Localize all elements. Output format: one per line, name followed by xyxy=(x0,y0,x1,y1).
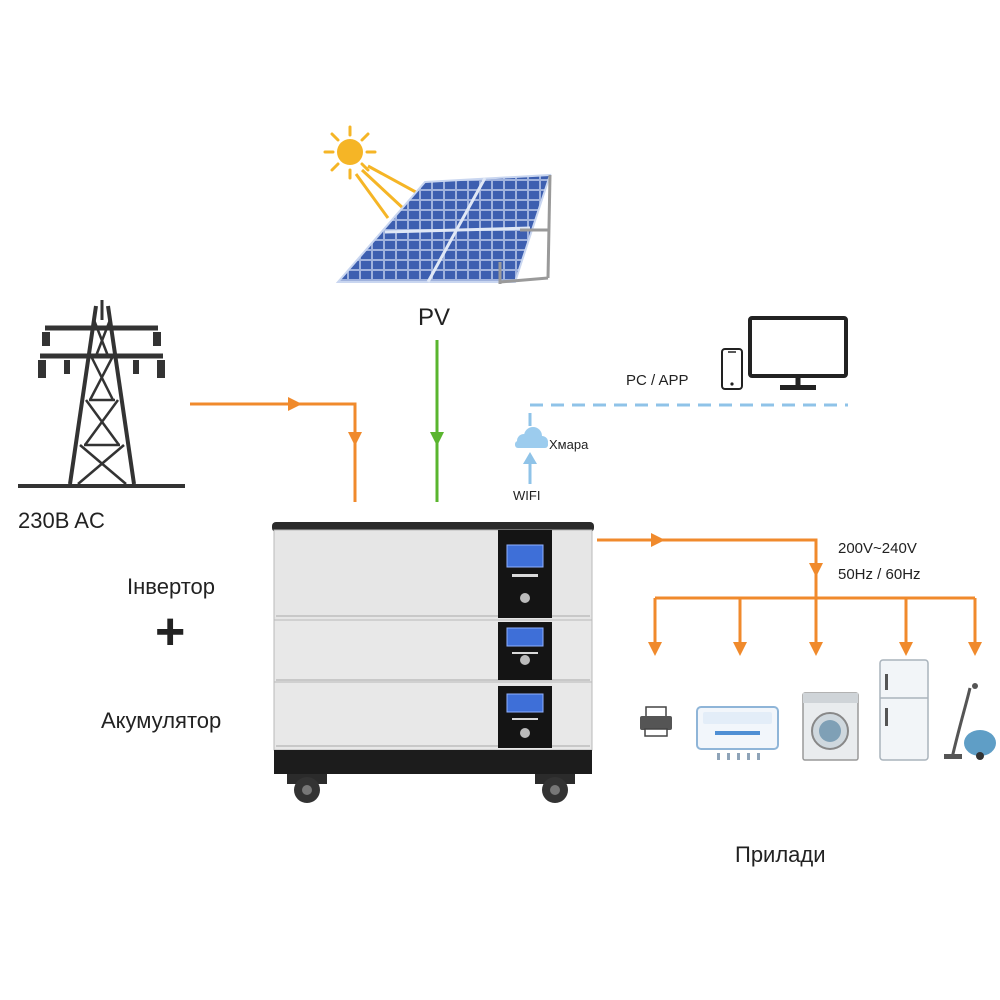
cloud-icon xyxy=(515,427,548,448)
battery-label: Акумулятор xyxy=(101,708,222,733)
phone-icon xyxy=(721,348,743,390)
battery-stack-icon xyxy=(272,522,594,803)
wheel-right xyxy=(535,774,575,803)
pv-to-system-flow xyxy=(430,340,444,502)
washing-machine-icon xyxy=(802,692,859,761)
appliances-label: Прилади xyxy=(735,842,826,867)
pv-label: PV xyxy=(418,304,451,331)
cloud-label: Хмара xyxy=(549,437,589,452)
data-link xyxy=(523,403,848,484)
grid-label: 230B AC xyxy=(18,508,105,533)
grid-to-system-flow xyxy=(190,397,362,502)
sun-icon xyxy=(323,125,424,219)
inverter-label: Інвертор xyxy=(127,574,215,599)
solar-panel-icon xyxy=(335,173,552,284)
pylon-icon xyxy=(18,300,185,488)
monitor-icon xyxy=(748,316,848,390)
wifi-label: WIFI xyxy=(513,488,541,503)
vacuum-icon xyxy=(944,683,996,760)
printer-icon xyxy=(640,706,672,737)
wheel-left xyxy=(287,774,327,803)
frequency-label: 50Hz / 60Hz xyxy=(838,566,921,583)
system-to-appliances-flow xyxy=(597,533,982,656)
plus-sign: + xyxy=(155,603,186,661)
air-conditioner-icon xyxy=(696,706,779,760)
fridge-icon xyxy=(879,659,929,761)
voltage-label: 200V~240V xyxy=(838,540,917,557)
pc-app-label: PC / APP xyxy=(626,372,689,389)
